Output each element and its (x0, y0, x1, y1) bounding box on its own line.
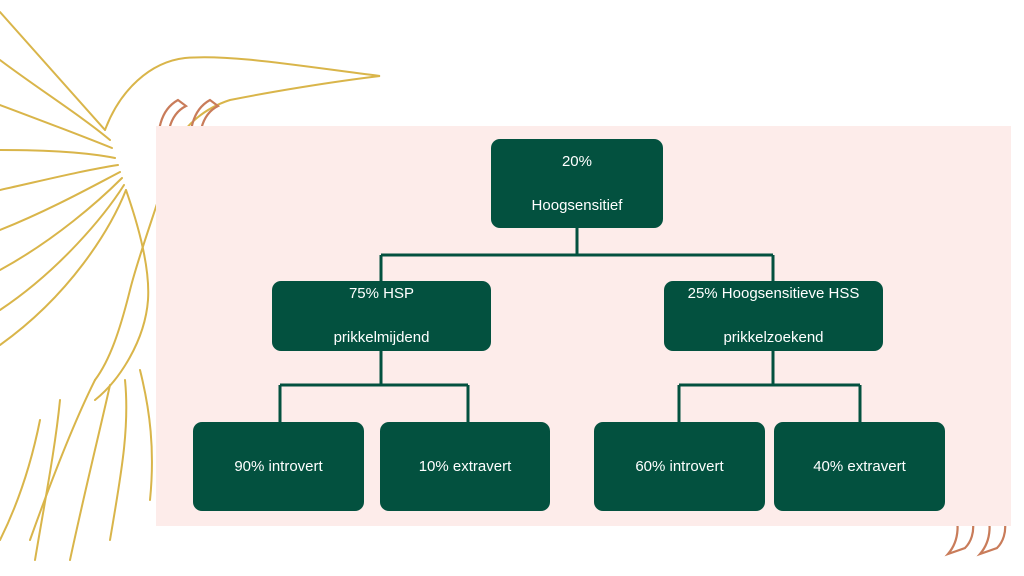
node-hsp-percent: 75% HSP (348, 285, 415, 302)
connector-left (278, 351, 470, 422)
node-hss-extravert-label: 40% extravert (813, 457, 906, 475)
bird-outline-icon (0, 11, 381, 561)
node-hsp-extravert: 10% extravert (380, 422, 550, 511)
connector-right (677, 351, 862, 422)
node-hsp-introvert-label: 90% introvert (234, 457, 323, 475)
node-hsp-introvert: 90% introvert (193, 422, 364, 511)
node-root-label: Hoogsensitief (531, 196, 623, 214)
node-hss-percent: 25% Hoogsensitieve HSS (687, 285, 860, 302)
node-hsp-extravert-label: 10% extravert (418, 457, 512, 475)
node-root: 20% Hoogsensitief (491, 139, 663, 228)
node-root-percent: 20% (561, 152, 592, 170)
node-hss-introvert-label: 60% introvert (635, 457, 724, 475)
node-hsp-label: prikkelmijdend (333, 329, 430, 346)
node-hss-introvert: 60% introvert (594, 422, 765, 511)
node-hss: 25% Hoogsensitieve HSS prikkelzoekend (664, 281, 883, 351)
connector-root (379, 228, 775, 281)
node-hss-extravert: 40% extravert (774, 422, 945, 511)
node-hss-label: prikkelzoekend (723, 329, 824, 346)
node-hsp: 75% HSP prikkelmijdend (272, 281, 491, 351)
